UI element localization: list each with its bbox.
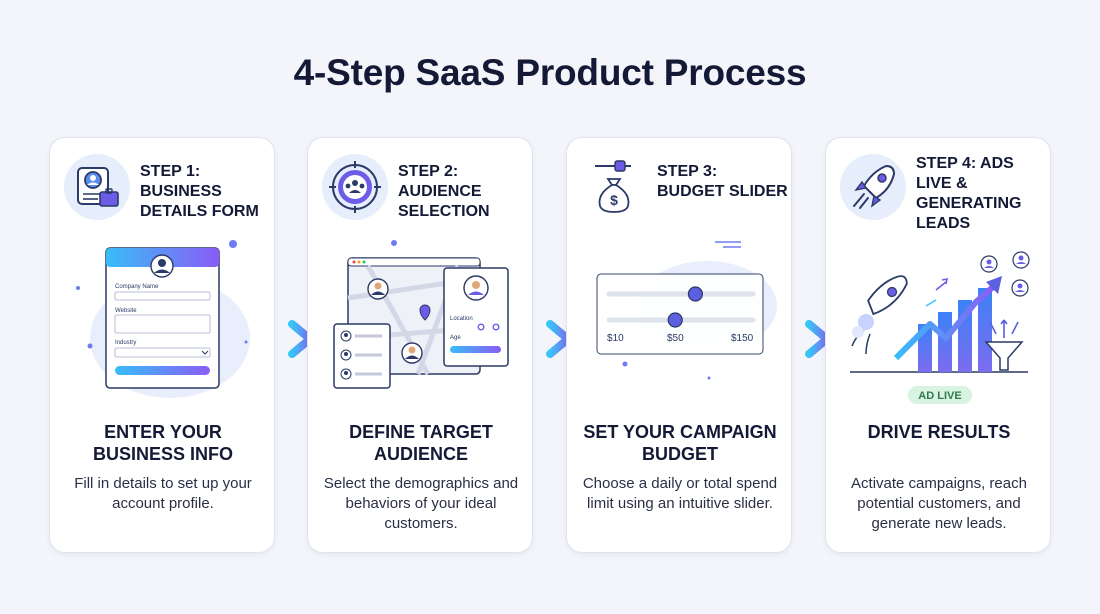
business-form-illustration: Company Name Website Industry — [50, 238, 276, 418]
step-description: Fill in details to set up your account p… — [74, 475, 252, 512]
budget-min-label: $10 — [607, 333, 624, 344]
step-card-1: STEP 1: BUSINESS DETAILS FORM Company Na… — [49, 137, 275, 553]
budget-slider-illustration: $10 $50 $150 — [567, 238, 793, 418]
company-name-field[interactable] — [114, 291, 211, 301]
audience-map-illustration: Location Age — [308, 238, 534, 418]
budget-mid-label: $50 — [667, 333, 684, 344]
svg-text:$: $ — [610, 192, 618, 208]
step-header: $ STEP 3: BUDGET SLIDER — [581, 154, 788, 234]
business-profile-icon — [64, 154, 130, 220]
industry-label: Industry — [115, 340, 136, 346]
submit-button[interactable] — [115, 366, 210, 375]
step-card-2: STEP 2: AUDIENCE SELECTION — [307, 137, 533, 553]
ad-live-badge — [908, 386, 972, 404]
audience-target-icon — [322, 154, 388, 220]
industry-select[interactable] — [114, 347, 211, 358]
step-header: STEP 1: BUSINESS DETAILS FORM — [64, 154, 264, 234]
step-label: STEP 3: BUDGET SLIDER — [657, 163, 788, 200]
step-label: STEP 4: ADS LIVE & GENERATING LEADS — [916, 155, 1022, 232]
step-label: STEP 2: AUDIENCE SELECTION — [398, 163, 490, 220]
step-header: STEP 4: ADS LIVE & GENERATING LEADS — [840, 154, 1040, 234]
step-heading: SET YOUR CAMPAIGN BUDGET — [583, 422, 777, 464]
step-description: Choose a daily or total spend limit usin… — [582, 475, 778, 512]
step-description: Select the demographics and behaviors of… — [323, 475, 519, 532]
step-header: STEP 2: AUDIENCE SELECTION — [322, 154, 522, 234]
step-card-3: $ STEP 3: BUDGET SLIDER $10 $50 $150 SET… — [566, 137, 792, 553]
location-label: Location — [450, 316, 473, 322]
company-name-label: Company Name — [115, 284, 159, 290]
website-field[interactable] — [114, 314, 211, 334]
age-range-bar[interactable] — [450, 346, 501, 353]
step-heading: DEFINE TARGET AUDIENCE — [349, 422, 493, 464]
budget-slider-bottom-handle[interactable] — [667, 312, 683, 328]
page-title: 4-Step SaaS Product Process — [293, 52, 807, 93]
step-label: STEP 1: BUSINESS DETAILS FORM — [140, 163, 259, 220]
step-description: Activate campaigns, reach potential cust… — [851, 475, 1027, 532]
status-badge-text: AD LIVE — [918, 390, 961, 402]
money-bag-slider-icon: $ — [581, 154, 647, 220]
budget-slider-top-handle[interactable] — [687, 286, 703, 302]
step-heading: ENTER YOUR BUSINESS INFO — [92, 422, 234, 464]
step-heading: DRIVE RESULTS — [867, 422, 1011, 442]
rocket-icon — [840, 154, 906, 220]
budget-max-label: $150 — [731, 333, 754, 344]
growth-chart-illustration: AD LIVE — [826, 238, 1052, 418]
website-label: Website — [115, 308, 137, 314]
step-card-4: STEP 4: ADS LIVE & GENERATING LEADS — [825, 137, 1051, 553]
age-label: Age — [450, 335, 461, 341]
